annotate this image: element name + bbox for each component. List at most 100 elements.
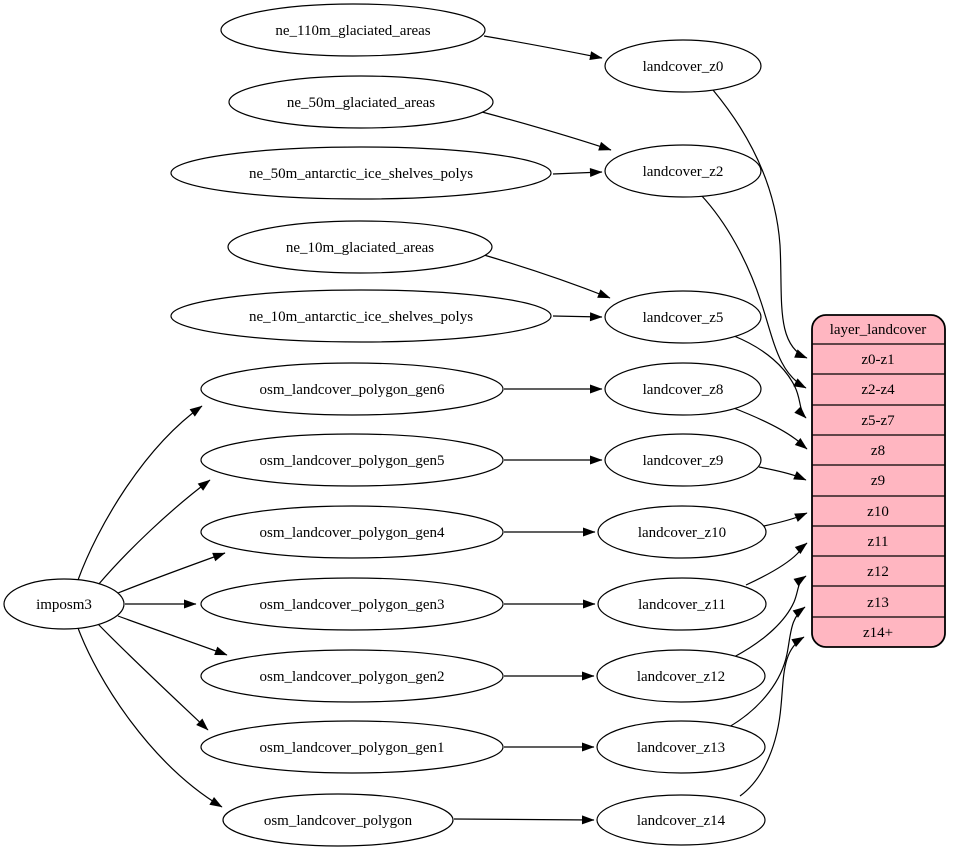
osm_landcover_polygon-ellipse [222, 793, 454, 847]
landcover_z12-label: landcover_z12 [637, 669, 725, 685]
landcover_z9-ellipse [604, 433, 762, 487]
node-landcover_z9: landcover_z9 [604, 433, 762, 487]
edge-landcover_z9-to-row-z9 [758, 466, 807, 481]
row-z13: z13 [867, 595, 889, 611]
ne_50m_antarctic_ice_shelves_polys-label: ne_50m_antarctic_ice_shelves_polys [249, 166, 473, 182]
edges-layer [77, 35, 808, 825]
node-landcover_z13: landcover_z13 [596, 720, 766, 774]
landcover_z8-ellipse [604, 362, 762, 416]
edge-imposm3-to-osm_landcover_polygon_gen1 [97, 623, 209, 731]
edge-landcover_z13-to-row-z13 [728, 606, 806, 728]
edge-imposm3-to-osm_landcover_polygon_gen5 [97, 479, 211, 586]
edge-landcover_z0-to-row-z0-z1 [712, 89, 808, 359]
edge-ne_110m_glaciated_areas-to-landcover_z0 [483, 35, 603, 61]
landcover_z5-ellipse [604, 290, 762, 344]
node-osm_landcover_polygon_gen4: osm_landcover_polygon_gen4 [200, 505, 504, 559]
landcover_z14-label: landcover_z14 [637, 813, 726, 829]
ne_10m_glaciated_areas-ellipse [227, 220, 493, 274]
edge-landcover_z8-to-row-z8 [730, 406, 808, 450]
landcover_z11-label: landcover_z11 [638, 597, 726, 613]
node-ne_10m_glaciated_areas: ne_10m_glaciated_areas [227, 220, 493, 274]
osm_landcover_polygon_gen2-label: osm_landcover_polygon_gen2 [260, 669, 445, 685]
row-z9: z9 [871, 473, 885, 489]
landcover_z14-ellipse [596, 794, 766, 846]
osm_landcover_polygon_gen4-label: osm_landcover_polygon_gen4 [260, 525, 445, 541]
node-landcover_z12: landcover_z12 [596, 649, 766, 703]
row-z2-z4: z2-z4 [861, 382, 895, 398]
osm_landcover_polygon_gen6-label: osm_landcover_polygon_gen6 [260, 382, 445, 398]
edge-osm_landcover_polygon-to-landcover_z14 [453, 815, 595, 825]
edge-ne_50m_glaciated_areas-to-landcover_z2 [481, 111, 612, 151]
edge-ne_10m_glaciated_areas-to-landcover_z5 [483, 254, 611, 299]
osm_landcover_polygon_gen3-label: osm_landcover_polygon_gen3 [260, 597, 445, 613]
landcover_z11-ellipse [597, 577, 767, 631]
row-z8: z8 [871, 443, 885, 459]
edge-landcover_z12-to-row-z12 [733, 575, 807, 658]
osm_landcover_polygon-label: osm_landcover_polygon [264, 813, 413, 829]
node-osm_landcover_polygon_gen6: osm_landcover_polygon_gen6 [200, 362, 504, 416]
edge-landcover_z5-to-row-z5-z7 [733, 335, 807, 419]
node-osm_landcover_polygon_gen5: osm_landcover_polygon_gen5 [200, 433, 504, 487]
edge-imposm3-to-osm_landcover_polygon_gen6 [77, 405, 203, 581]
ne_10m_antarctic_ice_shelves_polys-label: ne_10m_antarctic_ice_shelves_polys [249, 309, 473, 325]
edge-imposm3-to-osm_landcover_polygon_gen4 [117, 552, 226, 594]
osm_landcover_polygon_gen1-ellipse [200, 720, 504, 774]
row-z11: z11 [867, 534, 888, 550]
osm_landcover_polygon_gen6-ellipse [200, 362, 504, 416]
node-osm_landcover_polygon_gen1: osm_landcover_polygon_gen1 [200, 720, 504, 774]
landcover_z10-label: landcover_z10 [638, 525, 726, 541]
osm_landcover_polygon_gen1-label: osm_landcover_polygon_gen1 [260, 740, 445, 756]
osm_landcover_polygon_gen3-ellipse [200, 577, 504, 631]
node-landcover_z14: landcover_z14 [596, 794, 766, 846]
node-osm_landcover_polygon: osm_landcover_polygon [222, 793, 454, 847]
node-osm_landcover_polygon_gen2: osm_landcover_polygon_gen2 [200, 649, 504, 703]
edge-landcover_z10-to-row-z10 [763, 512, 808, 527]
layer_landcover-box [811, 314, 946, 648]
landcover_z9-label: landcover_z9 [643, 453, 724, 469]
edge-imposm3-to-osm_landcover_polygon_gen2 [117, 615, 228, 656]
ne_50m_glaciated_areas-ellipse [228, 75, 494, 129]
edge-ne_10m_antarctic_ice_shelves_polys-to-landcover_z5 [552, 312, 603, 322]
landcover_z10-ellipse [597, 505, 767, 559]
table-layer_landcover: layer_landcover z0-z1 z2-z4 z5-z7 z8 z9 … [811, 314, 946, 648]
imposm3-label: imposm3 [36, 597, 92, 613]
edge-imposm3-to-osm_landcover_polygon [77, 627, 223, 808]
node-landcover_z8: landcover_z8 [604, 362, 762, 416]
ne_50m_glaciated_areas-label: ne_50m_glaciated_areas [287, 95, 435, 111]
node-landcover_z10: landcover_z10 [597, 505, 767, 559]
node-ne_10m_antarctic_ice_shelves_polys: ne_10m_antarctic_ice_shelves_polys [170, 289, 552, 343]
ne_50m_antarctic_ice_shelves_polys-ellipse [170, 146, 552, 200]
landcover_z8-label: landcover_z8 [643, 382, 724, 398]
node-landcover_z11: landcover_z11 [597, 577, 767, 631]
node-osm_landcover_polygon_gen3: osm_landcover_polygon_gen3 [200, 577, 504, 631]
landcover_z0-ellipse [604, 39, 762, 93]
imposm3-ellipse [3, 578, 125, 630]
nodes-layer: imposm3 ne_110m_glaciated_areas ne_50m_g… [3, 3, 767, 847]
node-imposm3: imposm3 [3, 578, 125, 630]
osm_landcover_polygon_gen5-label: osm_landcover_polygon_gen5 [260, 453, 445, 469]
ne_10m_glaciated_areas-label: ne_10m_glaciated_areas [286, 240, 434, 256]
landcover_z5-label: landcover_z5 [643, 310, 724, 326]
node-landcover_z2: landcover_z2 [604, 144, 762, 198]
layer_landcover-title: layer_landcover [830, 322, 927, 338]
landcover_z2-label: landcover_z2 [643, 164, 724, 180]
row-z5-z7: z5-z7 [861, 413, 895, 429]
ne_10m_antarctic_ice_shelves_polys-ellipse [170, 289, 552, 343]
node-ne_50m_antarctic_ice_shelves_polys: ne_50m_antarctic_ice_shelves_polys [170, 146, 552, 200]
osm_landcover_polygon_gen5-ellipse [200, 433, 504, 487]
row-z0-z1: z0-z1 [861, 352, 894, 368]
ne_110m_glaciated_areas-label: ne_110m_glaciated_areas [275, 23, 430, 39]
row-z12: z12 [867, 564, 889, 580]
node-ne_50m_glaciated_areas: ne_50m_glaciated_areas [228, 75, 494, 129]
osm_landcover_polygon_gen2-ellipse [200, 649, 504, 703]
landcover_z13-label: landcover_z13 [637, 740, 725, 756]
row-z14plus: z14+ [863, 625, 893, 641]
edge-landcover_z2-to-row-z2-z4 [700, 194, 807, 389]
row-z10: z10 [867, 504, 889, 520]
node-ne_110m_glaciated_areas: ne_110m_glaciated_areas [220, 3, 486, 57]
node-landcover_z5: landcover_z5 [604, 290, 762, 344]
landcover_z13-ellipse [596, 720, 766, 774]
ne_110m_glaciated_areas-ellipse [220, 3, 486, 57]
